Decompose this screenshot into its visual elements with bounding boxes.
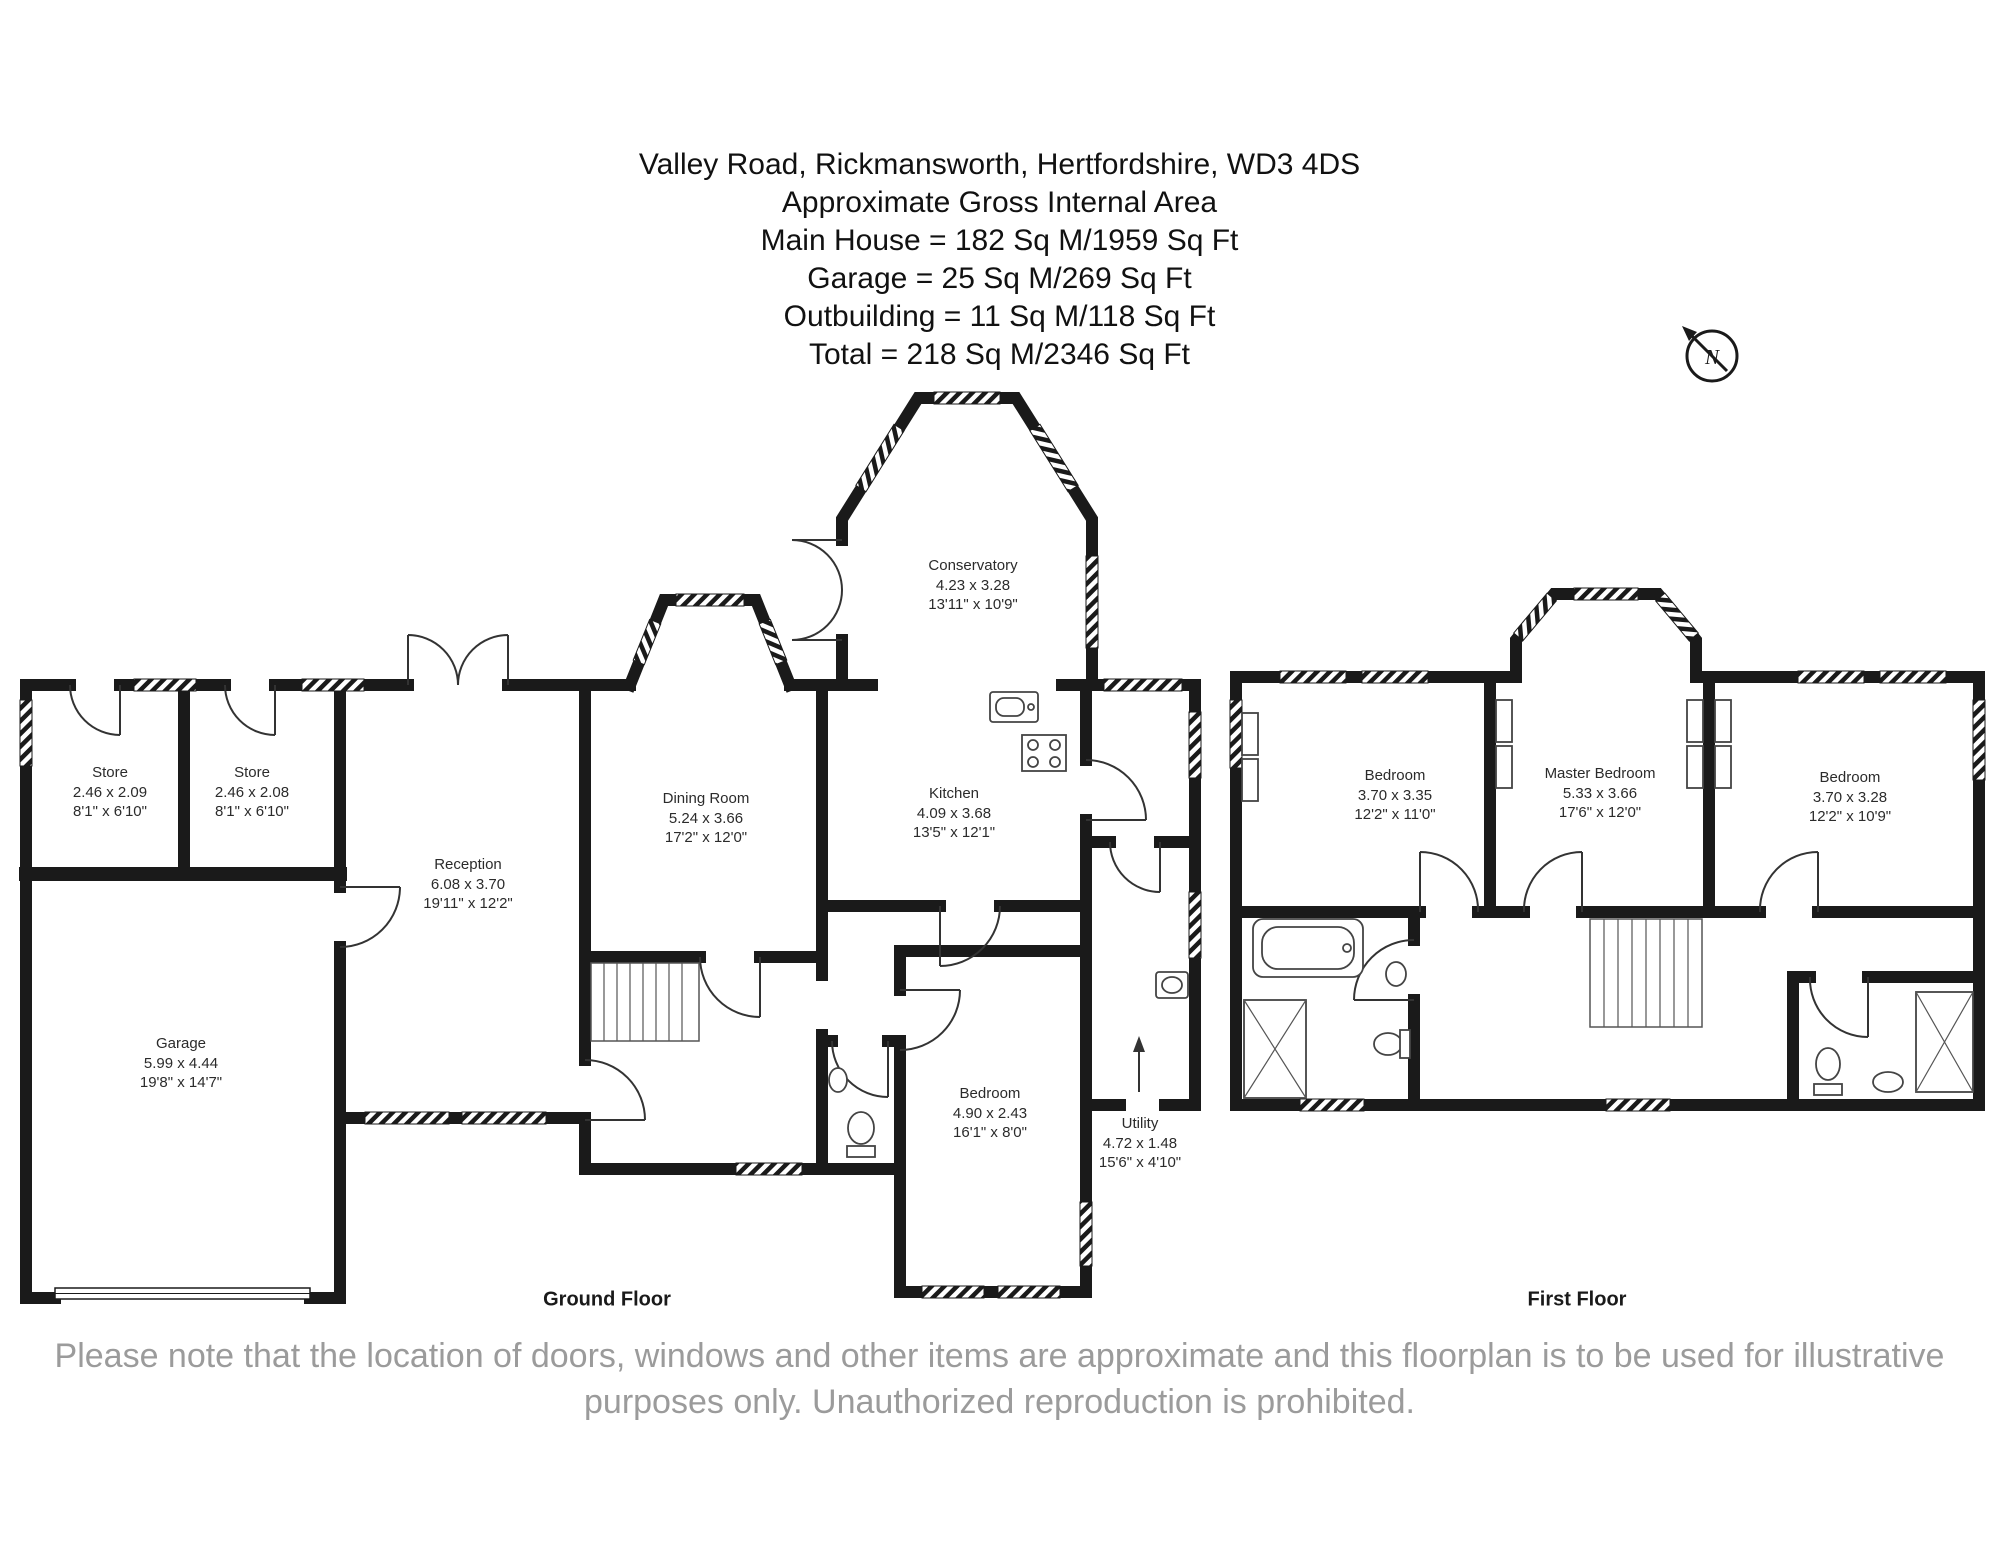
wardrobe-units	[1241, 699, 1732, 802]
north-arrow-head	[1682, 326, 1697, 341]
room-name: Garage	[155, 1034, 207, 1052]
room-dims-metric: 3.70 x 3.35	[1357, 786, 1433, 804]
room-dims-metric: 4.90 x 2.43	[952, 1104, 1028, 1122]
header-outbuilding: Outbuilding = 11 Sq M/118 Sq Ft	[783, 300, 1216, 333]
garage-door	[54, 1287, 311, 1300]
ground-doors	[69, 539, 1161, 1121]
room-name: Bedroom	[1364, 766, 1426, 784]
room-dims-imperial: 17'2" x 12'0"	[664, 828, 748, 846]
first-bathroom-right-fixtures	[1813, 991, 1974, 1096]
room-dims-metric: 2.46 x 2.08	[214, 783, 290, 801]
room-dims-metric: 2.46 x 2.09	[72, 783, 148, 801]
ground-windows	[19, 391, 1202, 1299]
first-bathroom-left-fixtures	[1243, 918, 1411, 1099]
header: Valley Road, Rickmansworth, Hertfordshir…	[0, 146, 1999, 374]
ground-interior-walls	[178, 679, 1201, 1304]
room-dims-metric: 6.08 x 3.70	[430, 875, 506, 893]
header-subtitle: Approximate Gross Internal Area	[781, 186, 1218, 219]
room-name: Master Bedroom	[1544, 764, 1656, 782]
room-name: Store	[92, 763, 128, 781]
room-dims-imperial: 19'11" x 12'2"	[423, 894, 513, 912]
room-dims-metric: 5.33 x 3.66	[1562, 784, 1638, 802]
room-dims-imperial: 16'1" x 8'0"	[953, 1123, 1027, 1141]
header-total: Total = 218 Sq M/2346 Sq Ft	[808, 338, 1191, 371]
room-name: Bedroom	[1819, 768, 1881, 786]
disclaimer-text: Please note that the location of doors, …	[54, 1337, 1945, 1421]
north-compass-icon: N	[1682, 326, 1739, 383]
room-dims-metric: 4.09 x 3.68	[916, 804, 992, 822]
room-dims-imperial: 19'8" x 14'7"	[139, 1073, 223, 1091]
room-dims-metric: 5.24 x 3.66	[668, 809, 744, 827]
room-dims-imperial: 15'6" x 4'10"	[1098, 1153, 1182, 1171]
first-interior-walls	[1230, 671, 1985, 1111]
room-name: Kitchen	[928, 784, 980, 802]
room-label-bedroom-2: Bedroom 3.70 x 3.28 12'2" x 10'9"	[1809, 768, 1891, 827]
room-label-reception: Reception 6.08 x 3.70 19'11" x 12'2"	[423, 855, 513, 914]
header-garage: Garage = 25 Sq M/269 Sq Ft	[807, 262, 1192, 295]
room-label-conservatory: Conservatory 4.23 x 3.28 13'11" x 10'9"	[928, 556, 1018, 615]
header-main-house: Main House = 182 Sq M/1959 Sq Ft	[760, 224, 1239, 257]
room-dims-metric: 3.70 x 3.28	[1812, 788, 1888, 806]
room-name: Bedroom	[959, 1084, 1021, 1102]
ground-exterior-walls	[20, 392, 1201, 1304]
ground-wc-fixtures	[828, 1067, 876, 1158]
room-label-bedroom-1: Bedroom 3.70 x 3.35 12'2" x 11'0"	[1354, 766, 1435, 825]
room-label-bedroom-ground: Bedroom 4.90 x 2.43 16'1" x 8'0"	[953, 1084, 1027, 1143]
room-name: Reception	[434, 855, 502, 873]
room-dims-imperial: 12'2" x 11'0"	[1354, 805, 1436, 823]
room-dims-imperial: 8'1" x 6'10"	[215, 802, 289, 820]
room-dims-imperial: 13'11" x 10'9"	[928, 595, 1018, 613]
room-name: Conservatory	[928, 556, 1018, 574]
first-floor-plan	[1229, 587, 1986, 1112]
room-label-dining-room: Dining Room 5.24 x 3.66 17'2" x 12'0"	[663, 789, 750, 848]
room-dims-metric: 5.99 x 4.44	[143, 1054, 219, 1072]
utility-sink	[1155, 971, 1189, 999]
compass-n-label: N	[1704, 345, 1720, 369]
room-label-garage: Garage 5.99 x 4.44 19'8" x 14'7"	[140, 1034, 222, 1093]
room-name: Utility	[1121, 1114, 1159, 1132]
ground-floor-plan	[19, 391, 1202, 1304]
first-doors	[1353, 851, 1869, 1038]
room-dims-imperial: 13'5" x 12'1"	[912, 823, 996, 841]
ground-stairs	[590, 962, 700, 1042]
first-windows	[1229, 587, 1986, 1112]
room-dims-metric: 4.23 x 3.28	[935, 576, 1011, 594]
first-floor-caption: First Floor	[1527, 1288, 1627, 1311]
room-label-utility: Utility 4.72 x 1.48 15'6" x 4'10"	[1099, 1114, 1181, 1173]
room-dims-imperial: 8'1" x 6'10"	[73, 802, 147, 820]
first-stairs	[1589, 918, 1703, 1028]
room-dims-imperial: 17'6" x 12'0"	[1558, 803, 1642, 821]
room-name: Dining Room	[662, 789, 750, 807]
room-label-store-2: Store 2.46 x 2.08 8'1" x 6'10"	[215, 763, 289, 822]
room-label-store-1: Store 2.46 x 2.09 8'1" x 6'10"	[73, 763, 147, 822]
utility-entrance-arrow	[1133, 1036, 1145, 1092]
ground-floor-caption: Ground Floor	[543, 1288, 671, 1311]
header-address: Valley Road, Rickmansworth, Hertfordshir…	[638, 148, 1361, 181]
room-label-kitchen: Kitchen 4.09 x 3.68 13'5" x 12'1"	[913, 784, 995, 843]
room-dims-imperial: 12'2" x 10'9"	[1808, 807, 1892, 825]
room-name: Store	[234, 763, 270, 781]
room-label-master-bedroom: Master Bedroom 5.33 x 3.66 17'6" x 12'0"	[1545, 764, 1656, 823]
room-dims-metric: 4.72 x 1.48	[1102, 1134, 1178, 1152]
kitchen-sink-and-hob	[989, 691, 1067, 772]
